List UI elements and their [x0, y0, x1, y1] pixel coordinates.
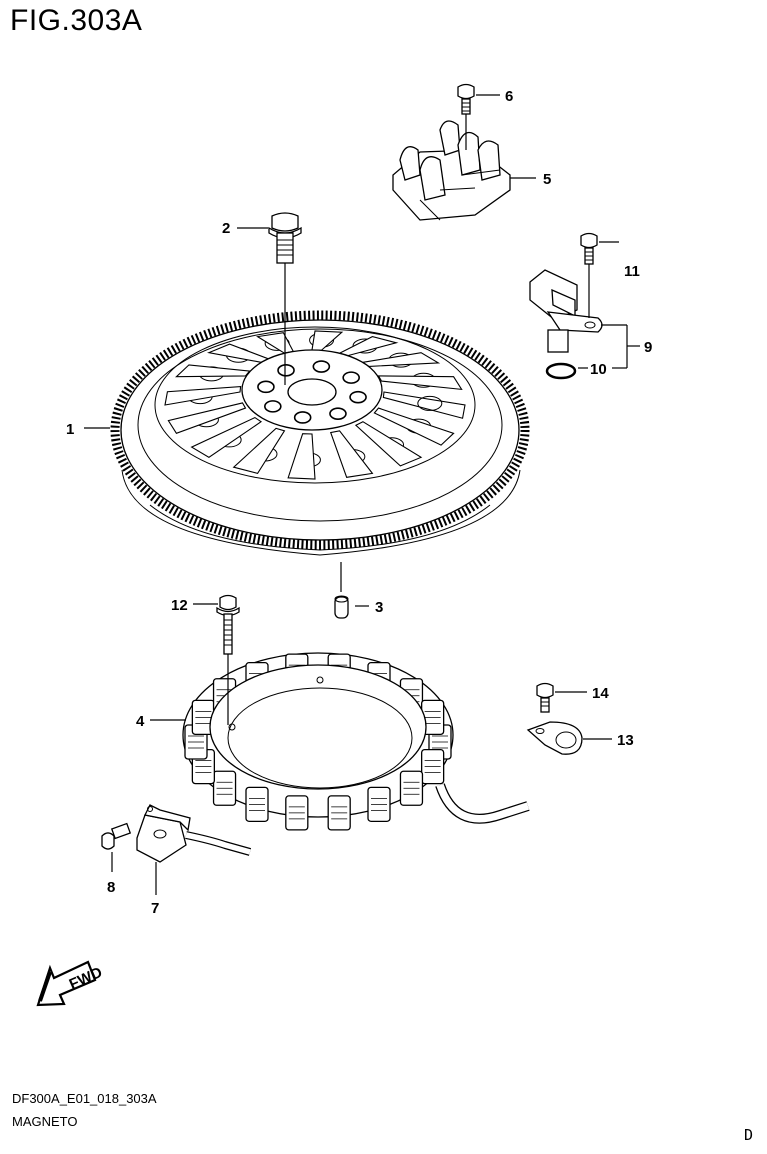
stator-bolt[interactable]: [193, 594, 240, 726]
hub-hole: [257, 380, 275, 394]
callout-7: 7: [151, 900, 159, 917]
figure-code: DF300A_E01_018_303A: [12, 1091, 157, 1106]
callout-8: 8: [107, 879, 115, 896]
corner-letter: D: [744, 1126, 754, 1144]
figure-name: MAGNETO: [12, 1114, 78, 1129]
stator-assembly[interactable]: [182, 652, 530, 831]
hub-hole: [329, 407, 347, 420]
callout-4: 4: [136, 713, 145, 730]
fan-blade: [382, 391, 466, 419]
callout-12: 12: [171, 597, 188, 614]
callout-9: 9: [644, 339, 652, 356]
crank-position-sensor[interactable]: [529, 269, 640, 369]
callout-3: 3: [375, 599, 383, 616]
pulser-screw[interactable]: [101, 822, 132, 872]
flywheel-bolt[interactable]: [268, 212, 302, 385]
hub-hole: [312, 360, 331, 373]
fan-blade: [373, 407, 455, 446]
fan-blade: [329, 430, 374, 478]
fan-window: [417, 395, 443, 411]
callout-13: 13: [617, 732, 634, 749]
fwd-direction-arrow: FWD: [36, 960, 105, 1007]
sensor-o-ring[interactable]: [545, 362, 588, 380]
flywheel[interactable]: [110, 310, 530, 556]
cable-clamp-assembly[interactable]: [392, 120, 536, 221]
fan-blade: [377, 375, 463, 391]
hub-hole: [264, 400, 282, 413]
fan-blade: [167, 402, 247, 434]
hub-hole: [349, 390, 367, 404]
dowel-pin[interactable]: [334, 562, 349, 619]
callout-5: 5: [543, 171, 551, 188]
fan-blade: [287, 433, 316, 480]
clamp-bolt-small[interactable]: [536, 682, 587, 713]
fan-blade: [190, 416, 263, 458]
callout-11: 11: [624, 263, 640, 280]
callout-1: 1: [66, 421, 74, 438]
clamp-bolt[interactable]: [457, 83, 500, 151]
fan-blade: [232, 427, 286, 474]
callout-2: 2: [222, 220, 230, 237]
hub-hole: [277, 364, 295, 377]
fan-blade: [164, 385, 242, 406]
hub-hole: [293, 411, 312, 424]
cable-clamp[interactable]: [526, 721, 612, 755]
sensor-bolt[interactable]: [580, 232, 619, 319]
figure-title: FIG.303A: [10, 4, 143, 37]
callout-14: 14: [592, 685, 609, 702]
fan-blade: [354, 421, 423, 467]
hub-hole: [342, 371, 360, 384]
callout-leaders: [84, 227, 369, 721]
callout-numbers: 1 2 3 4 5 6 7 8 9 10 11 12 13 14: [66, 88, 652, 917]
pulser-coil[interactable]: [136, 804, 252, 895]
callout-6: 6: [505, 88, 513, 105]
callout-10: 10: [590, 361, 607, 378]
